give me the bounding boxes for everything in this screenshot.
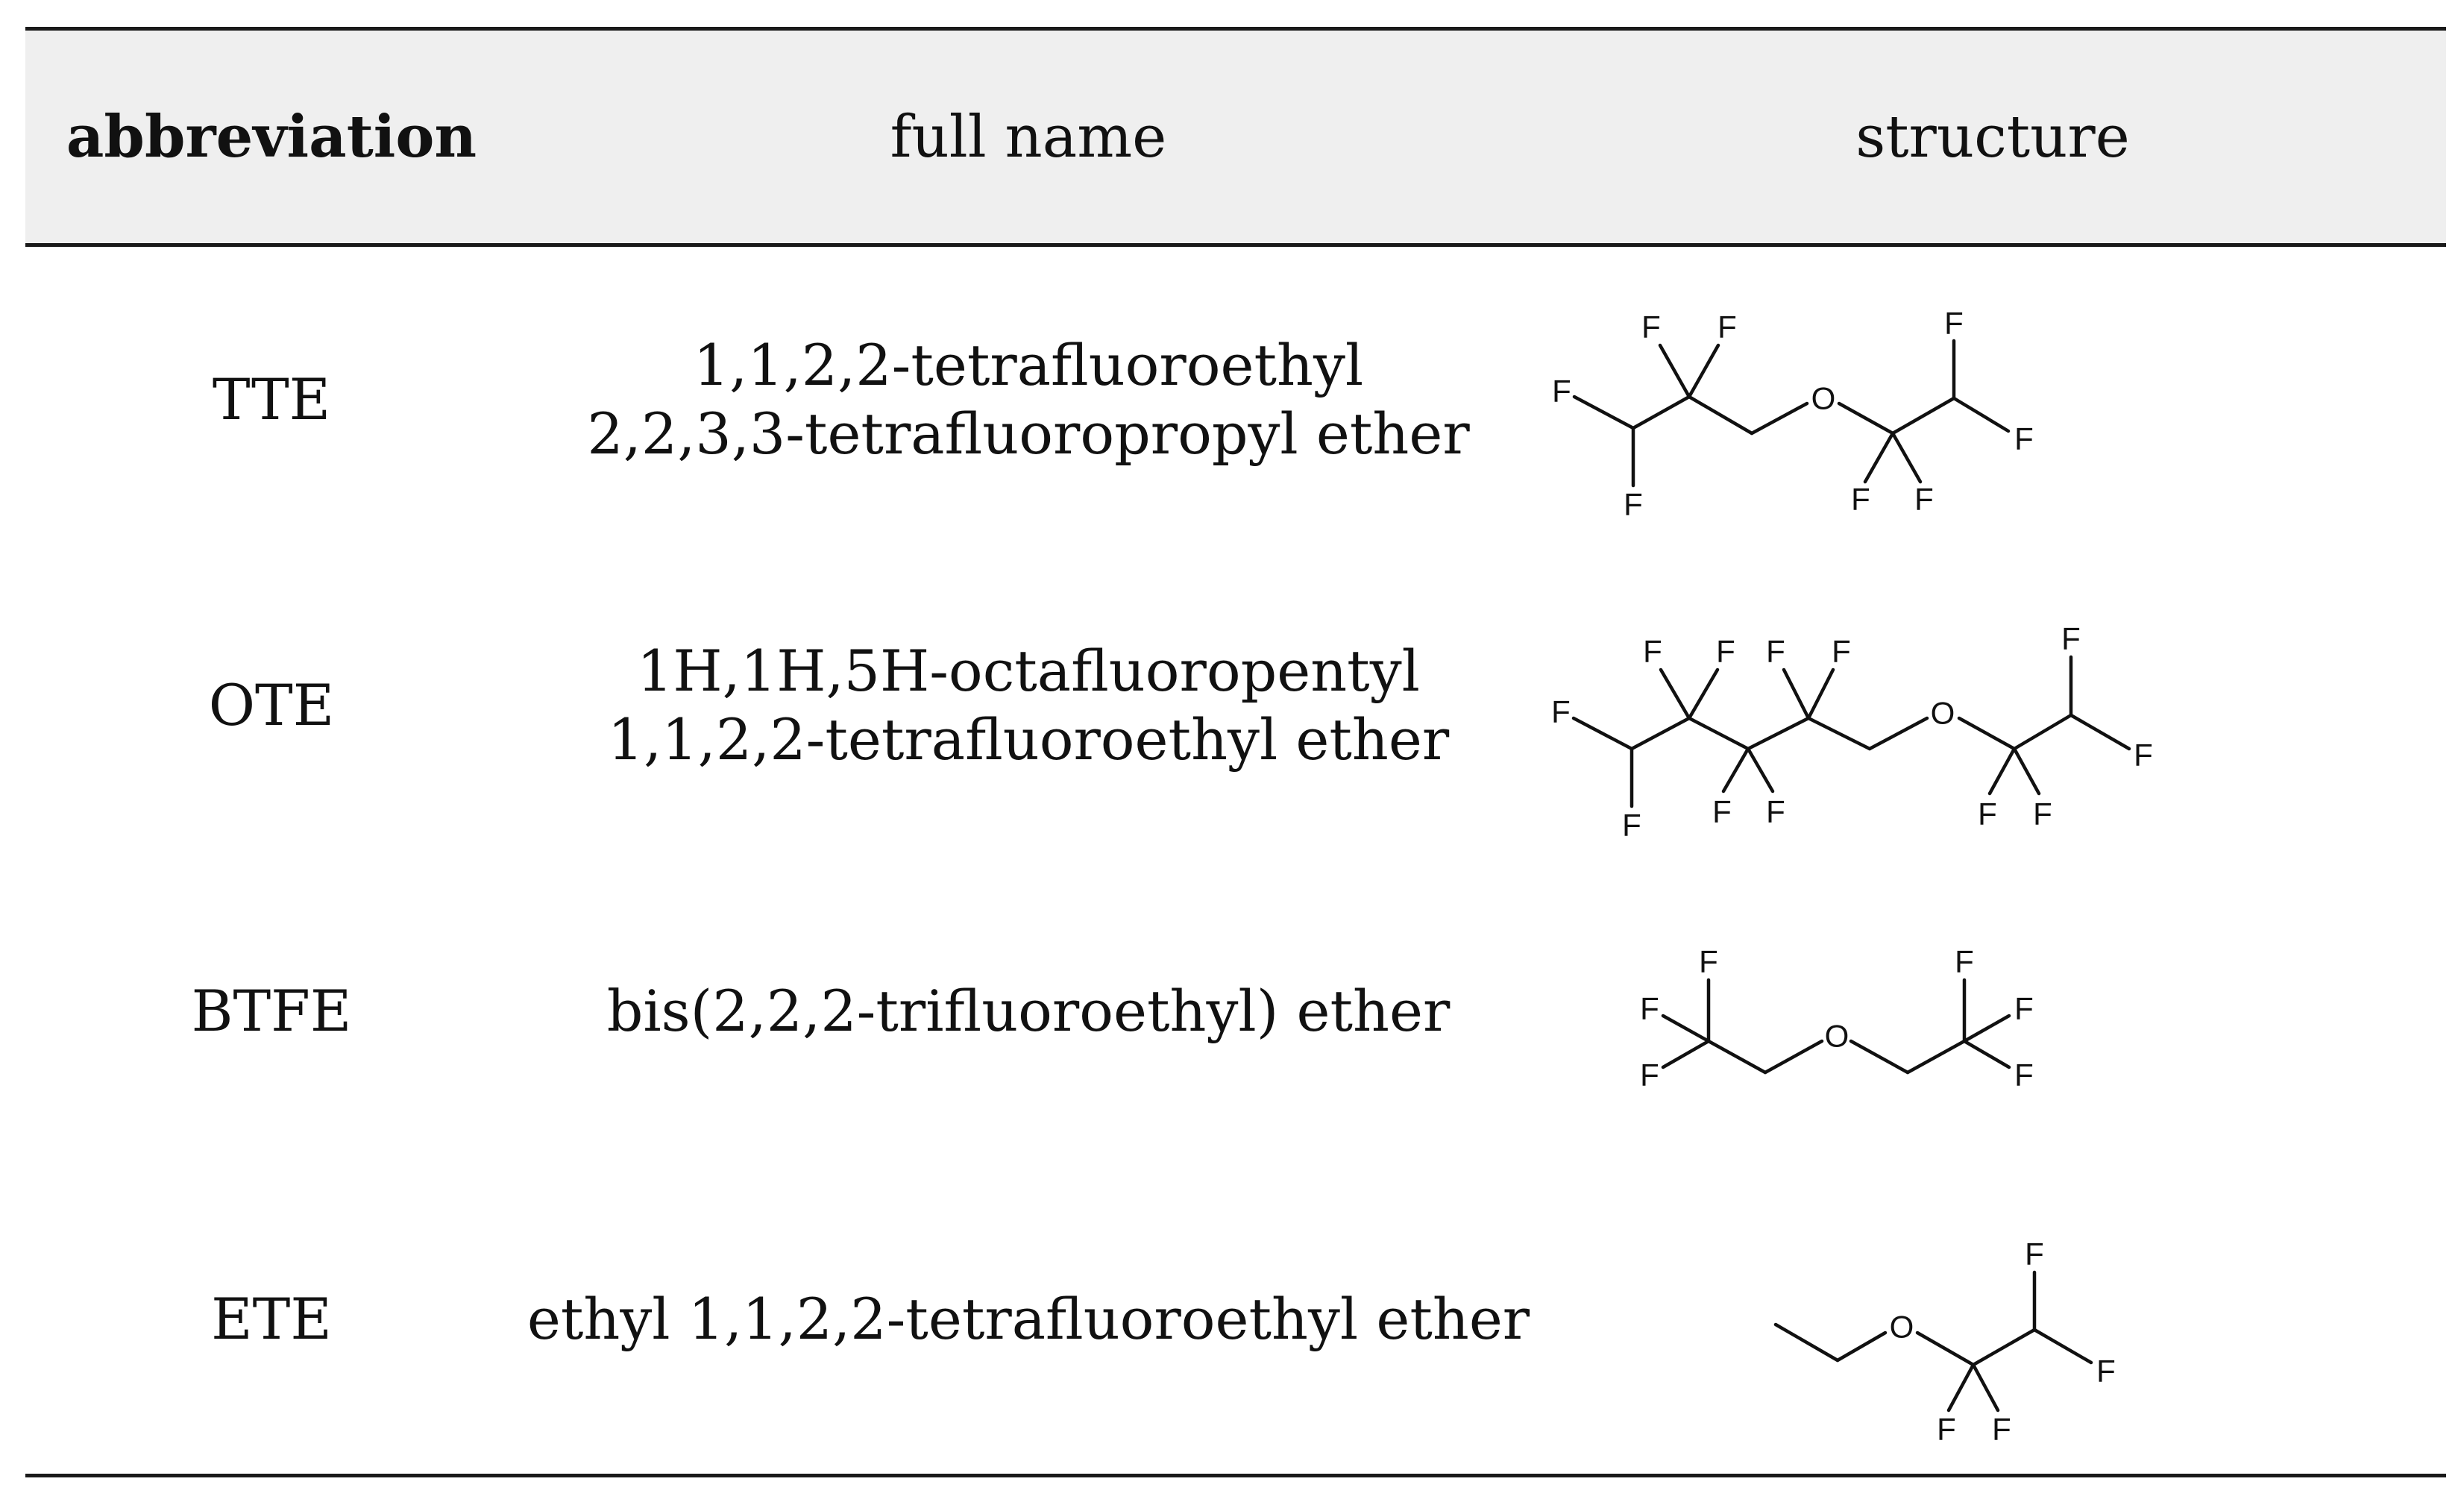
abbreviation-cell: OTE xyxy=(208,672,335,738)
fluorine-atom-label: F xyxy=(1832,634,1851,669)
fluorine-atom-label: F xyxy=(2014,1058,2034,1093)
full-name-line: ethyl 1,1,2,2-tetrafluoroethyl ether xyxy=(527,1285,1530,1352)
fluorine-atom-label: F xyxy=(1717,310,1737,345)
full-name-line: 1,1,2,2-tetrafluoroethyl xyxy=(693,332,1364,398)
fluorine-atom-label: F xyxy=(2033,797,2052,832)
fluorine-atom-label: F xyxy=(1552,374,1571,409)
fluorine-atom-label: F xyxy=(1937,1412,1956,1447)
fluorine-atom-label: F xyxy=(1851,482,1870,517)
fluorine-atom-label: F xyxy=(1640,991,1659,1026)
fluorine-atom-label: F xyxy=(2014,421,2034,456)
full-name-line: 1,1,2,2-tetrafluoroethyl ether xyxy=(607,706,1450,773)
btfe-structure-diagram: F F F O F F F xyxy=(1640,944,2034,1093)
ote-structure-diagram: F F F F F F F F O F F F F xyxy=(1551,621,2153,843)
header-full-name: full name xyxy=(890,103,1167,171)
fluorine-atom-label: F xyxy=(1992,1412,2011,1447)
fluorine-atom-label: F xyxy=(1914,482,1934,517)
header-abbreviation: abbreviation xyxy=(66,103,477,171)
tte-structure-diagram: F F F F O F F F F xyxy=(1552,306,2034,522)
fluorine-atom-label: F xyxy=(1712,794,1732,829)
fluorine-atom-label: F xyxy=(1766,794,1785,829)
fluorine-atom-label: F xyxy=(1551,694,1571,729)
fluorine-atom-label: F xyxy=(2025,1237,2044,1272)
fluorine-atom-label: F xyxy=(1622,808,1641,843)
ete-structure-diagram: O F F F F xyxy=(1773,1237,2116,1447)
oxygen-atom-label: O xyxy=(1931,696,1955,731)
oxygen-atom-label: O xyxy=(1811,381,1836,416)
abbreviation-cell: ETE xyxy=(211,1285,332,1352)
fluorine-atom-label: F xyxy=(1944,306,1964,341)
fluorine-atom-label: F xyxy=(1624,487,1643,522)
table-row-tte: TTE 1,1,2,2-tetrafluoroethyl 2,2,3,3-tet… xyxy=(25,247,2446,553)
full-name-cell: 1,1,2,2-tetrafluoroethyl 2,2,3,3-tetrafl… xyxy=(518,247,1539,553)
oxygen-atom-label: O xyxy=(1825,1019,1849,1054)
table-header-band xyxy=(25,31,2446,243)
table-row-btfe: BTFE bis(2,2,2-trifluoroethyl) ether F F… xyxy=(25,858,2446,1164)
fluorine-atom-label: F xyxy=(1699,944,1718,979)
table-row-ete: ETE ethyl 1,1,2,2-tetrafluoroethyl ether… xyxy=(25,1164,2446,1474)
full-name-cell: 1H,1H,5H-octafluoropentyl 1,1,2,2-tetraf… xyxy=(518,553,1539,858)
fluorine-atom-label: F xyxy=(2134,738,2153,773)
fluorine-atom-label: F xyxy=(1978,797,1997,832)
fluorine-atom-label: F xyxy=(1955,944,1974,979)
fluorine-atom-label: F xyxy=(1643,634,1662,669)
table-row-ote: OTE 1H,1H,5H-octafluoropentyl 1,1,2,2-te… xyxy=(25,553,2446,858)
fluorine-atom-label: F xyxy=(1640,1058,1659,1093)
abbreviation-cell: BTFE xyxy=(191,978,352,1044)
full-name-line: 1H,1H,5H-octafluoropentyl xyxy=(637,638,1420,704)
table-header-rule xyxy=(25,243,2446,247)
table-top-rule xyxy=(25,27,2446,31)
abbreviation-cell: TTE xyxy=(212,366,331,433)
fluorine-atom-label: F xyxy=(1716,634,1735,669)
fluorine-atom-label: F xyxy=(2014,991,2034,1026)
ether-table: abbreviation full name structure TTE 1,1… xyxy=(25,27,2446,1481)
full-name-line: 2,2,3,3-tetrafluoropropyl ether xyxy=(587,400,1470,467)
full-name-cell: ethyl 1,1,2,2-tetrafluoroethyl ether xyxy=(518,1164,1539,1474)
table-bottom-rule xyxy=(25,1474,2446,1477)
fluorine-atom-label: F xyxy=(2061,621,2081,656)
fluorine-atom-label: F xyxy=(1641,310,1661,345)
oxygen-atom-label: O xyxy=(1890,1310,1914,1345)
header-structure: structure xyxy=(1855,103,2130,171)
fluorine-atom-label: F xyxy=(2096,1354,2116,1389)
full-name-cell: bis(2,2,2-trifluoroethyl) ether xyxy=(518,858,1539,1164)
full-name-line: bis(2,2,2-trifluoroethyl) ether xyxy=(606,978,1451,1044)
fluorine-atom-label: F xyxy=(1766,634,1785,669)
